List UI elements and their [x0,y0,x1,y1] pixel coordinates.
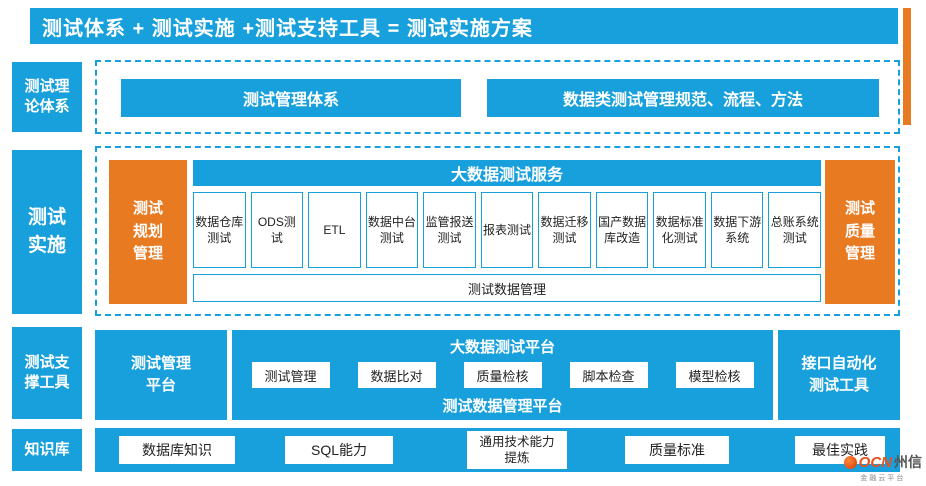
test-management-system-box: 测试管理体系 [121,79,461,117]
sidebar-item-theory: 测试理论体系 [12,62,82,132]
test-management-platform-label: 测试管理平台 [130,354,191,395]
service-box: ETL [308,192,361,268]
test-planning-management-box: 测试规划管理 [109,160,187,304]
support-tools-row-container: 测试管理平台 大数据测试平台 测试管理 数据比对 质量检核 脚本检查 模型检核 … [95,330,900,420]
sidebar-item-support-tools: 测试支撑工具 [12,327,82,419]
service-box: 监管报送测试 [423,192,476,268]
service-box-row: 数据仓库测试 ODS测试 ETL 数据中台测试 监管报送测试 报表测试 数据迁移… [193,192,822,268]
tool-box: 测试管理 [251,362,330,388]
knowledge-box: 数据库知识 [119,436,235,464]
service-box: 数据中台测试 [365,192,419,268]
knowledge-box-label: 通用技术能力提炼 [479,434,555,465]
service-box: 数据标准化测试 [653,192,706,268]
vendor-logo: OCN 州信 金融云平台 [843,452,922,483]
test-quality-management-label: 测试质量管理 [844,200,875,263]
theory-row-container: 测试管理体系 数据类测试管理规范、流程、方法 [95,60,900,134]
bigdata-test-services-panel: 大数据测试服务 数据仓库测试 ODS测试 ETL 数据中台测试 监管报送测试 报… [193,160,822,304]
logo-tagline: 金融云平台 [860,475,906,482]
page-title: 测试体系 + 测试实施 +测试支持工具 = 测试实施方案 [30,8,898,44]
sidebar-item-theory-label: 测试理论体系 [24,77,70,115]
service-box: 总账系统测试 [768,192,822,268]
tool-box: 质量检核 [463,362,542,388]
knowledge-box: 最佳实践 [795,436,885,464]
service-box: 数据迁移测试 [538,192,591,268]
sidebar-item-knowledge: 知识库 [12,429,82,471]
logo-brand-text: OCN [858,453,892,471]
test-management-platform-box: 测试管理平台 [95,330,227,420]
bigdata-test-platform-header: 大数据测试平台 [449,339,555,356]
service-box: ODS测试 [250,192,304,268]
tool-box: 脚本检查 [569,362,648,388]
service-box: 报表测试 [480,192,534,268]
data-test-standards-box: 数据类测试管理规范、流程、方法 [487,79,879,117]
service-box: 数据仓库测试 [193,192,246,268]
test-data-management-bar: 测试数据管理 [193,274,821,302]
vendor-logo-line: OCN 州信 [843,452,922,472]
knowledge-box: 质量标准 [625,436,729,464]
interface-automation-tools-box: 接口自动化测试工具 [778,330,900,420]
service-box: 国产数据库改造 [595,192,649,268]
interface-automation-tools-label: 接口自动化测试工具 [801,354,877,395]
test-data-management-platform-label: 测试数据管理平台 [442,398,563,415]
tool-box: 数据比对 [357,362,436,388]
logo-suffix-text: 州信 [894,454,922,470]
test-planning-management-label: 测试规划管理 [132,200,163,263]
logo-icon [843,455,857,469]
bigdata-test-platform-panel: 大数据测试平台 测试管理 数据比对 质量检核 脚本检查 模型检核 测试数据管理平… [232,330,773,420]
knowledge-box: SQL能力 [285,436,393,464]
sidebar-item-knowledge-label: 知识库 [24,440,70,458]
sidebar-item-implementation-label: 测试实施 [27,206,66,257]
knowledge-box: 通用技术能力提炼 [467,431,567,469]
tool-box: 模型检核 [675,362,754,388]
sidebar-item-implementation: 测试实施 [12,150,82,314]
sidebar-item-support-tools-label: 测试支撑工具 [24,353,70,391]
bigdata-test-services-header: 大数据测试服务 [193,160,821,186]
service-box: 数据下游系统 [710,192,764,268]
implementation-row-container: 测试规划管理 大数据测试服务 数据仓库测试 ODS测试 ETL 数据中台测试 监… [95,146,900,316]
knowledge-row-container: 数据库知识 SQL能力 通用技术能力提炼 质量标准 最佳实践 [95,428,900,472]
right-accent-stripe [903,8,911,125]
tool-box-row: 测试管理 数据比对 质量检核 脚本检查 模型检核 [251,362,754,388]
test-quality-management-box: 测试质量管理 [825,160,895,304]
